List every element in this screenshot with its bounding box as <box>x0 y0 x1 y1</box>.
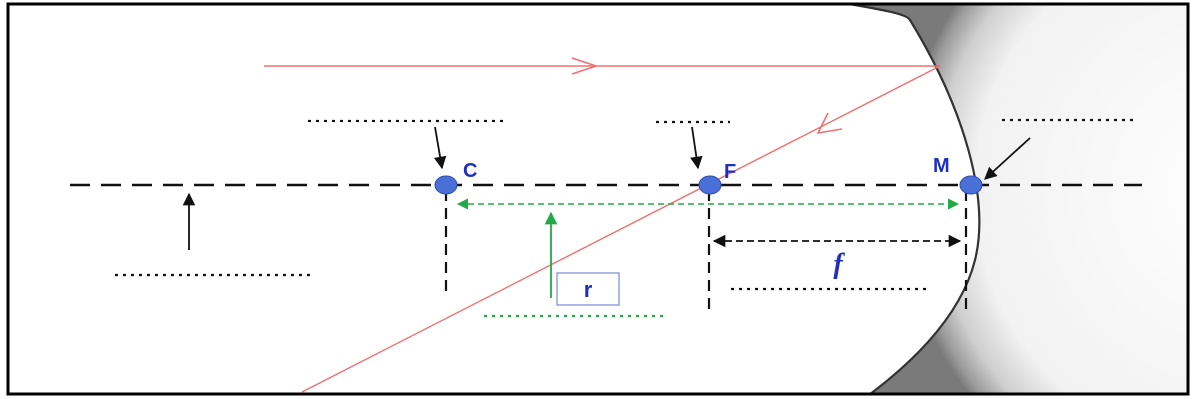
point-c-label: C <box>463 160 477 182</box>
pointer-arrow-c <box>433 126 447 170</box>
pointer-arrow-f <box>690 126 703 170</box>
reflected-ray-arrowhead <box>816 112 843 135</box>
point-m-marker <box>959 175 983 195</box>
concave-mirror-surface <box>849 4 1188 394</box>
point-c-marker <box>434 175 458 195</box>
focal-length-label: f <box>833 249 845 280</box>
point-f-marker <box>698 175 722 195</box>
point-m-label: M <box>933 155 950 177</box>
diagram-frame <box>6 2 1190 396</box>
radius-label-box <box>556 272 620 306</box>
concave-mirror-edge <box>843 4 981 394</box>
point-f-label: F <box>724 161 736 183</box>
reflected-ray <box>301 65 941 393</box>
radius-label: r <box>584 277 593 302</box>
incident-ray-arrowhead <box>571 57 599 75</box>
pointer-arrow-m <box>984 137 1031 180</box>
